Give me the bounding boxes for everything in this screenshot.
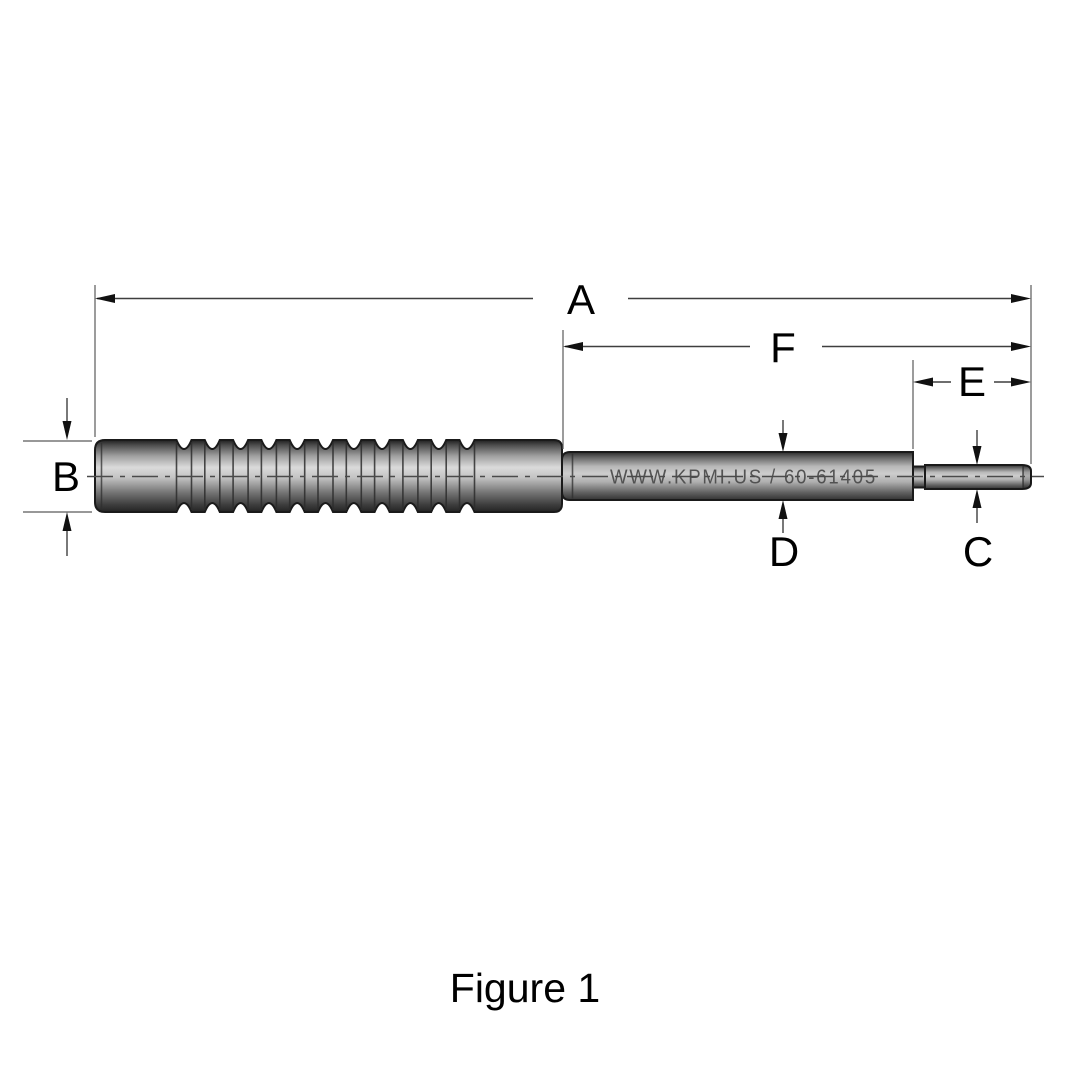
dimension-d: D	[769, 420, 799, 575]
dimension-c-label: C	[963, 528, 993, 575]
arrowhead-up-icon	[972, 489, 982, 508]
dimension-e-label: E	[958, 358, 986, 405]
dimension-c: C	[963, 430, 993, 575]
arrowhead-down-icon	[972, 446, 982, 465]
arrowhead-up-icon	[62, 512, 72, 531]
figure-caption: Figure 1	[450, 965, 600, 1011]
dimension-d-label: D	[769, 528, 799, 575]
dimension-a: A	[94, 276, 1032, 464]
arrowhead-left-icon	[913, 377, 933, 387]
dimension-b-label: B	[52, 453, 80, 500]
arrowhead-up-icon	[778, 500, 788, 519]
dimension-f-label: F	[770, 324, 796, 371]
arrowhead-right-icon	[1011, 342, 1031, 351]
arrowhead-right-icon	[1011, 294, 1031, 303]
dimension-f: F	[562, 324, 1031, 449]
tip-endcap-shade	[1022, 465, 1031, 489]
arrowhead-right-icon	[1011, 377, 1031, 387]
arrowhead-left-icon	[95, 294, 115, 303]
dimension-e: E	[912, 358, 1031, 449]
arrowhead-down-icon	[778, 433, 788, 452]
dimension-a-label: A	[567, 276, 595, 323]
tool-body: WWW.KPMI.US / 60-61405	[87, 439, 1044, 513]
shaft-engraving: WWW.KPMI.US / 60-61405	[610, 466, 877, 489]
arrowhead-left-icon	[563, 342, 583, 351]
arrowhead-down-icon	[62, 421, 72, 440]
dimension-b: B	[23, 398, 92, 556]
